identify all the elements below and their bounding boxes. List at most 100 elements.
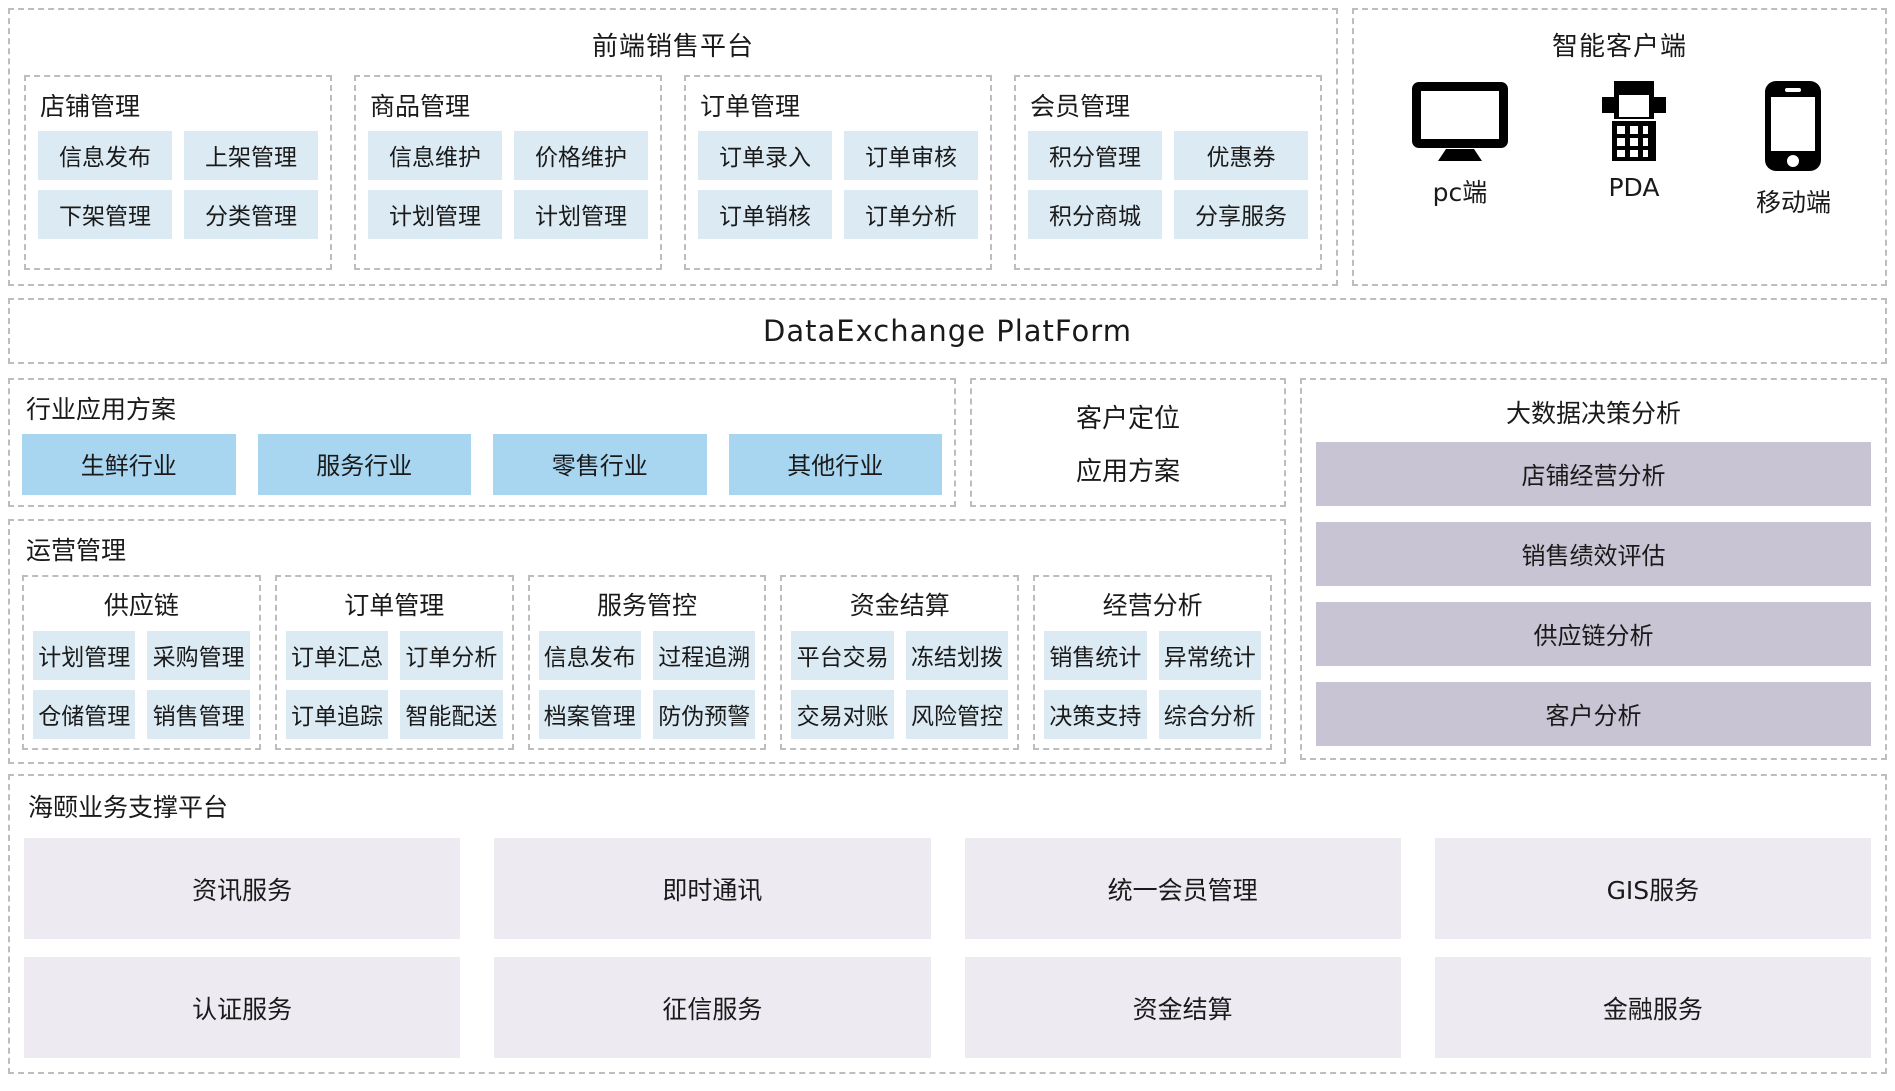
industry-item-fresh[interactable]: 生鲜行业 [22, 434, 236, 495]
chip-row: 订单追踪 智能配送 [285, 690, 503, 739]
data-exchange-platform-title: DataExchange PlatForm [763, 314, 1132, 348]
chip-product-plan-2[interactable]: 计划管理 [514, 190, 648, 239]
industry-solutions-panel: 行业应用方案 生鲜行业 服务行业 零售行业 其他行业 [8, 378, 956, 507]
client-device-list: pc端 [1368, 75, 1871, 272]
chip-row: 订单汇总 订单分析 [285, 631, 503, 680]
support-item-fund-settlement[interactable]: 资金结算 [964, 957, 1401, 1058]
bigdata-item-list: 店铺经营分析 销售绩效评估 供应链分析 客户分析 [1316, 442, 1871, 746]
support-item-gis-service[interactable]: GIS服务 [1434, 838, 1871, 939]
chip-fs-trade-reconcile[interactable]: 交易对账 [791, 690, 894, 739]
bigdata-decision-analysis-panel: 大数据决策分析 店铺经营分析 销售绩效评估 供应链分析 客户分析 [1300, 378, 1887, 760]
chip-product-plan-1[interactable]: 计划管理 [368, 190, 502, 239]
industry-and-positioning-row: 行业应用方案 生鲜行业 服务行业 零售行业 其他行业 客户定位 应用方案 [8, 378, 1286, 507]
smart-client-panel: 智能客户端 pc端 [1352, 8, 1887, 286]
middle-row: 行业应用方案 生鲜行业 服务行业 零售行业 其他行业 客户定位 应用方案 运营管… [8, 378, 1887, 764]
frontend-column-title: 订单管理 [700, 92, 801, 121]
chip-ba-exception-stats[interactable]: 异常统计 [1158, 631, 1261, 680]
support-service-row: 资讯服务 即时通讯 统一会员管理 GIS服务 [24, 838, 1871, 939]
chip-sc-sales-mgmt[interactable]: 销售管理 [147, 690, 250, 739]
chip-member-points-mall[interactable]: 积分商城 [1028, 190, 1162, 239]
operations-column-title: 资金结算 [849, 591, 950, 620]
chip-row: 平台交易 冻结划拨 [791, 631, 1009, 680]
chip-row: 信息发布 过程追溯 [538, 631, 756, 680]
frontend-column-member: 会员管理 积分管理 优惠券 积分商城 分享服务 [1014, 75, 1322, 270]
chip-om-order-summary[interactable]: 订单汇总 [285, 631, 389, 680]
support-item-financial-service[interactable]: 金融服务 [1434, 957, 1871, 1058]
chip-product-price-maint[interactable]: 价格维护 [514, 131, 648, 180]
chip-fs-platform-trade[interactable]: 平台交易 [791, 631, 894, 680]
chip-store-info-publish[interactable]: 信息发布 [38, 131, 172, 180]
support-item-auth-service[interactable]: 认证服务 [24, 957, 461, 1058]
mobile-icon [1765, 81, 1822, 171]
chip-om-smart-delivery[interactable]: 智能配送 [400, 690, 503, 739]
support-service-grid: 资讯服务 即时通讯 统一会员管理 GIS服务 认证服务 征信服务 资金结算 金融… [24, 832, 1871, 1058]
chip-store-delisting[interactable]: 下架管理 [38, 190, 172, 239]
frontend-column-title: 店铺管理 [40, 92, 141, 121]
chip-member-share[interactable]: 分享服务 [1174, 190, 1308, 239]
chip-order-writeoff[interactable]: 订单销核 [698, 190, 832, 239]
chip-fs-risk-control[interactable]: 风险管控 [905, 690, 1009, 739]
chip-fs-freeze-transfer[interactable]: 冻结划拨 [905, 631, 1009, 680]
chip-product-info-maint[interactable]: 信息维护 [368, 131, 502, 180]
frontend-chip-grid: 信息维护 价格维护 计划管理 计划管理 [368, 131, 648, 239]
support-item-unified-member-mgmt[interactable]: 统一会员管理 [964, 838, 1401, 939]
top-row: 前端销售平台 店铺管理 信息发布 上架管理 下架管理 分类管理 [8, 8, 1887, 286]
chip-svc-process-trace[interactable]: 过程追溯 [653, 631, 756, 680]
client-device-label: 移动端 [1755, 188, 1831, 217]
chip-row: 交易对账 风险管控 [791, 690, 1009, 739]
frontend-chip-grid: 订单录入 订单审核 订单销核 订单分析 [698, 131, 978, 239]
operations-management-title: 运营管理 [26, 536, 127, 565]
operations-chip-grid: 订单汇总 订单分析 订单追踪 智能配送 [285, 631, 503, 739]
smart-client-title: 智能客户端 [1551, 32, 1687, 62]
chip-order-audit[interactable]: 订单审核 [844, 131, 978, 180]
support-item-credit-service[interactable]: 征信服务 [494, 957, 931, 1058]
chip-store-category[interactable]: 分类管理 [184, 190, 318, 239]
industry-item-list: 生鲜行业 服务行业 零售行业 其他行业 [22, 434, 942, 495]
bigdata-item-customer-analysis[interactable]: 客户分析 [1316, 682, 1871, 746]
chip-member-coupon[interactable]: 优惠券 [1174, 131, 1308, 180]
chip-ba-comprehensive-analysis[interactable]: 综合分析 [1158, 690, 1261, 739]
chip-ba-decision-support[interactable]: 决策支持 [1044, 690, 1147, 739]
chip-sc-purchase-mgmt[interactable]: 采购管理 [147, 631, 250, 680]
support-item-instant-messaging[interactable]: 即时通讯 [494, 838, 931, 939]
pda-icon [1601, 81, 1666, 161]
client-device-pda[interactable]: PDA [1592, 79, 1676, 202]
chip-ba-sales-stats[interactable]: 销售统计 [1044, 631, 1147, 680]
support-platform-panel: 海颐业务支撑平台 资讯服务 即时通讯 统一会员管理 GIS服务 认证服务 征信服… [8, 774, 1887, 1074]
bigdata-item-store-operation-analysis[interactable]: 店铺经营分析 [1316, 442, 1871, 506]
operations-column-title: 经营分析 [1102, 591, 1203, 620]
chip-row: 销售统计 异常统计 [1044, 631, 1261, 680]
chip-svc-archive-mgmt[interactable]: 档案管理 [538, 690, 641, 739]
chip-sc-warehouse-mgmt[interactable]: 仓储管理 [33, 690, 136, 739]
client-device-mobile[interactable]: 移动端 [1756, 79, 1831, 219]
bigdata-item-sales-performance-eval[interactable]: 销售绩效评估 [1316, 522, 1871, 586]
industry-item-other[interactable]: 其他行业 [728, 434, 942, 495]
chip-svc-info-publish[interactable]: 信息发布 [538, 631, 641, 680]
chip-row: 仓储管理 销售管理 [33, 690, 250, 739]
chip-om-order-tracking[interactable]: 订单追踪 [285, 690, 389, 739]
operations-management-panel: 运营管理 供应链 计划管理 采购管理 仓储管理 销售管理 [8, 519, 1286, 764]
chip-row: 积分管理 优惠券 [1028, 131, 1308, 180]
client-device-pc[interactable]: pc端 [1408, 79, 1512, 209]
operations-column-order-mgmt: 订单管理 订单汇总 订单分析 订单追踪 智能配送 [274, 575, 514, 750]
industry-item-service[interactable]: 服务行业 [257, 434, 471, 495]
chip-order-analysis[interactable]: 订单分析 [844, 190, 978, 239]
industry-item-retail[interactable]: 零售行业 [493, 434, 707, 495]
chip-row: 订单录入 订单审核 [698, 131, 978, 180]
operations-column-supply-chain: 供应链 计划管理 采购管理 仓储管理 销售管理 [22, 575, 261, 750]
chip-sc-plan-mgmt[interactable]: 计划管理 [33, 631, 136, 680]
chip-svc-anticounterfeit-alert[interactable]: 防伪预警 [653, 690, 756, 739]
support-item-news-service[interactable]: 资讯服务 [24, 838, 461, 939]
client-device-label: PDA [1608, 173, 1660, 202]
chip-om-order-analysis[interactable]: 订单分析 [400, 631, 503, 680]
frontend-column-product: 商品管理 信息维护 价格维护 计划管理 计划管理 [354, 75, 662, 270]
chip-order-entry[interactable]: 订单录入 [698, 131, 832, 180]
chip-row: 订单销核 订单分析 [698, 190, 978, 239]
chip-store-listing[interactable]: 上架管理 [184, 131, 318, 180]
bigdata-item-supply-chain-analysis[interactable]: 供应链分析 [1316, 602, 1871, 666]
chip-member-points[interactable]: 积分管理 [1028, 131, 1162, 180]
operations-chip-grid: 信息发布 过程追溯 档案管理 防伪预警 [538, 631, 756, 739]
operations-column-title: 供应链 [103, 591, 179, 620]
operations-column-fund-settlement: 资金结算 平台交易 冻结划拨 交易对账 风险管控 [780, 575, 1020, 750]
